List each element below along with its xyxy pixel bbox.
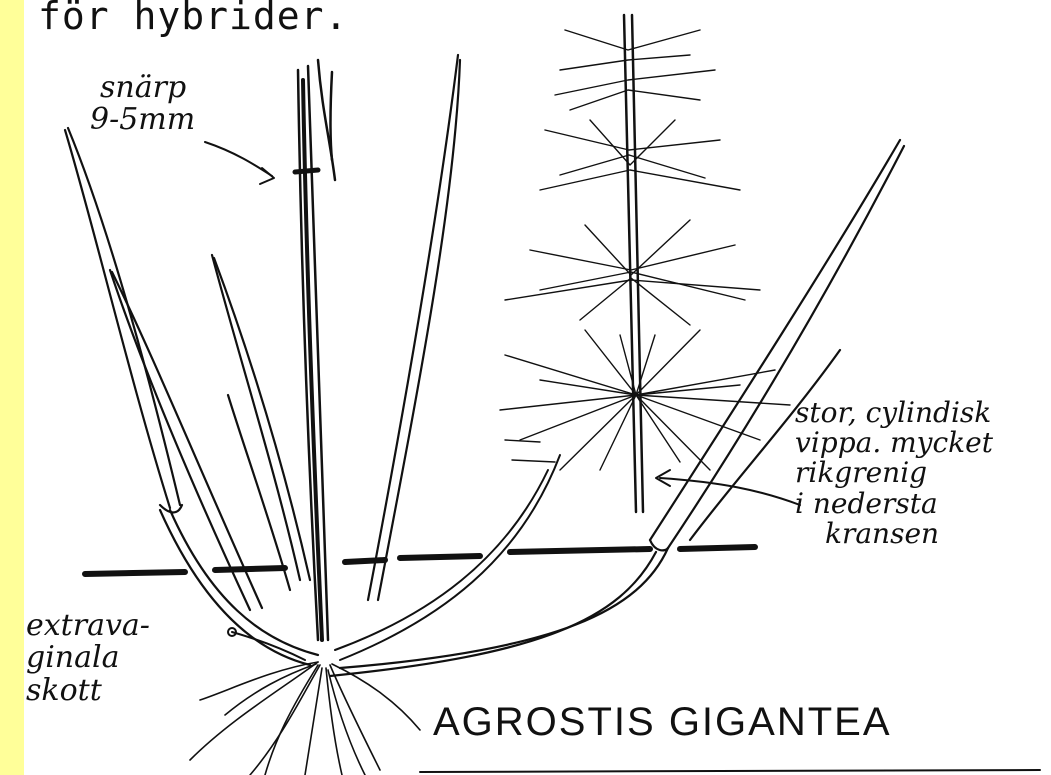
panicle-description-line: rikgrenig — [795, 458, 993, 488]
species-title: AGROSTIS GIGANTEA — [433, 700, 892, 745]
panicle-description: stor, cylindisk vippa. mycket rikgrenig … — [795, 398, 993, 549]
snarp-node — [295, 170, 318, 172]
shoot-label-line: ginala — [26, 642, 150, 674]
snarp-label-line: snärp — [100, 72, 195, 104]
panicle-description-line: vippa. mycket — [795, 428, 993, 458]
snarp-label: snärp 9-5mm — [100, 72, 195, 137]
panicle-axis — [624, 15, 643, 512]
panicle-branches — [500, 30, 790, 470]
panicle-description-line: kransen — [825, 519, 993, 549]
snarp-label-line: 9-5mm — [90, 104, 195, 136]
panicle-description-line: i nedersta — [795, 489, 993, 519]
shoot-label-line: skott — [26, 675, 150, 707]
roots — [190, 662, 420, 775]
panicle-description-line: stor, cylindisk — [795, 398, 993, 428]
snarp-arrow — [205, 142, 272, 176]
bottom-edge — [420, 770, 1040, 772]
shoot-label-line: extrava- — [26, 610, 150, 642]
header-caption: för hybrider. — [38, 0, 348, 38]
extravaginal-shoots-label: extrava- ginala skott — [26, 610, 150, 707]
